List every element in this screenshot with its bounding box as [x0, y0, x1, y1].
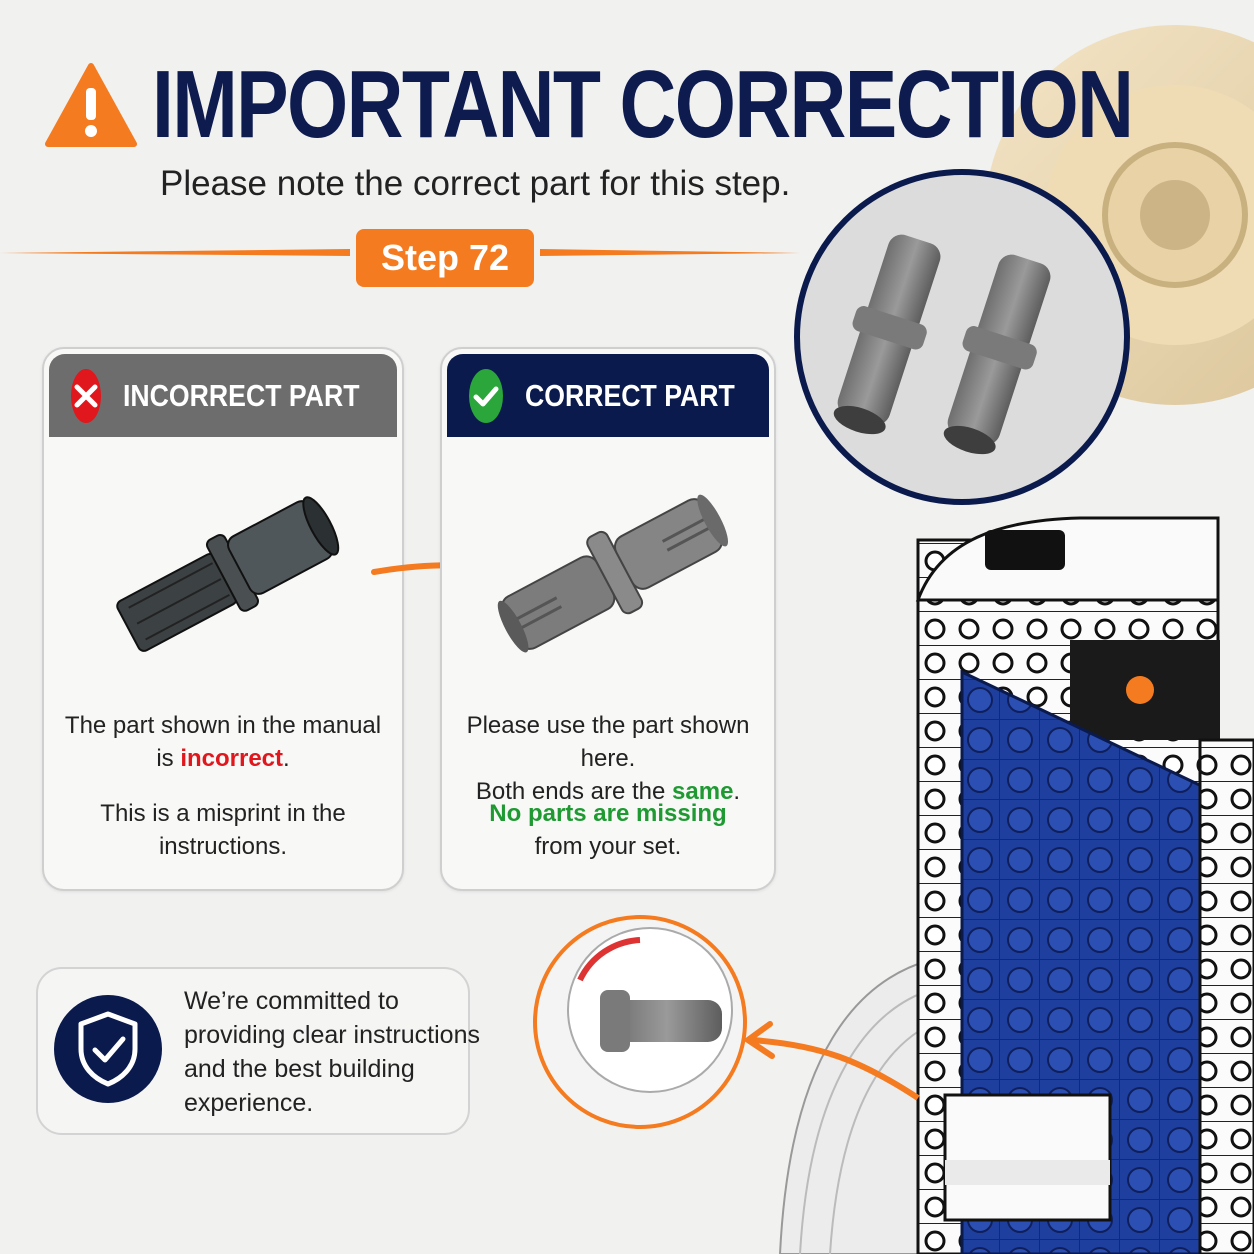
incorrect-pin-illustration — [116, 496, 340, 652]
detail-callout-circle — [533, 915, 920, 1129]
incorrect-emphasis: incorrect — [180, 745, 284, 772]
x-circle-icon — [71, 368, 101, 423]
orange-divider — [0, 249, 800, 256]
correct-part-header: CORRECT PART — [447, 354, 769, 437]
step-badge: Step 72 — [356, 229, 534, 287]
page-title: IMPORTANT CORRECTION — [152, 51, 1134, 158]
warning-triangle-icon — [45, 63, 137, 147]
correct-text-1: Please use the part shown here. Both end… — [466, 712, 750, 805]
incorrect-text-1: The part shown in the manual is incorrec… — [64, 712, 382, 772]
incorrect-part-card: INCORRECT PART The part shown in the man… — [42, 347, 404, 891]
correct-part-card: CORRECT PART Please use the part shown h… — [440, 347, 776, 891]
correct-pin-illustration — [497, 494, 728, 653]
model-illustration — [778, 516, 1254, 1254]
page-subtitle: Please note the correct part for this st… — [160, 164, 791, 203]
shield-check-icon — [54, 995, 162, 1103]
check-circle-icon — [469, 368, 504, 423]
correct-text-2: No parts are missing from your set. — [442, 797, 774, 863]
same-emphasis: same — [672, 778, 734, 805]
incorrect-part-header: INCORRECT PART — [49, 354, 397, 437]
pins-photo-circle — [794, 169, 1130, 505]
correct-part-label: CORRECT PART — [525, 377, 735, 413]
incorrect-part-label: INCORRECT PART — [123, 377, 360, 413]
no-parts-missing-emphasis: No parts are missing — [489, 800, 727, 827]
commitment-text: We’re committed to providing clear instr… — [184, 987, 480, 1117]
incorrect-text-2: This is a misprint in the instructions. — [100, 800, 346, 860]
